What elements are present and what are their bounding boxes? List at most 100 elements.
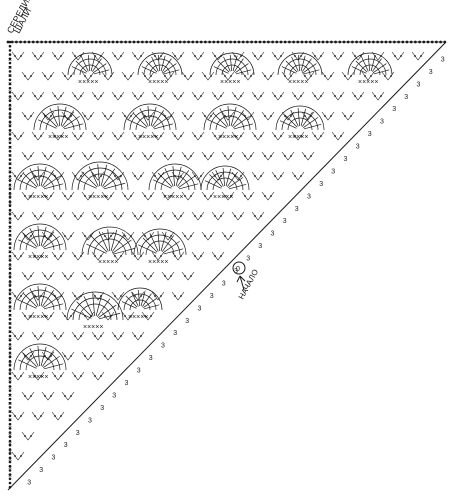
- mesh-chain-dot: [224, 75, 226, 77]
- sc-cluster: ×××××: [28, 374, 48, 381]
- fan-dc-line: [153, 123, 174, 130]
- mesh-chain-dot: [54, 175, 56, 177]
- mesh-v: [81, 231, 95, 241]
- mesh-chain-dot: [114, 95, 116, 97]
- mesh-v: [131, 251, 145, 261]
- mesh-chain-dot: [334, 55, 336, 57]
- mesh-v: [211, 91, 225, 101]
- fan-arc: [287, 117, 313, 131]
- mesh-chain-dot: [154, 55, 156, 57]
- mesh-chain-dot: [60, 415, 62, 417]
- mesh-v: [411, 51, 425, 61]
- edge-stitch-sc: ×: [8, 433, 12, 440]
- mesh-v: [131, 51, 145, 61]
- edge-chain-dot: [8, 246, 12, 250]
- row-mark-3: 3: [344, 156, 348, 163]
- mesh-chain-dot: [190, 155, 192, 157]
- fan-motif: ×××××: [277, 52, 323, 86]
- mesh-chain-dot: [84, 275, 86, 277]
- fan-arc: [71, 161, 129, 191]
- fan-dc-line: [132, 112, 148, 128]
- mesh-v: [61, 311, 75, 321]
- mesh-chain-dot: [110, 355, 112, 357]
- mesh-v: [21, 311, 35, 321]
- edge-chain-dot: [8, 233, 12, 237]
- row-mark-3: 3: [39, 467, 43, 474]
- mesh-chain-dot: [80, 95, 82, 97]
- mesh-v: [71, 91, 85, 101]
- edge-chain-dot: [8, 401, 12, 405]
- edge-stitch-sc: ×: [8, 273, 12, 280]
- mesh-v: [61, 151, 75, 161]
- edge-chain-dot: [8, 338, 12, 342]
- mesh-chain-dot: [114, 335, 116, 337]
- fan-dc-line: [228, 177, 244, 188]
- mesh-chain-dot: [40, 295, 42, 297]
- row-mark-3: 3: [258, 243, 262, 250]
- mesh-chain-dot: [180, 255, 182, 257]
- mesh-chain-dot: [110, 275, 112, 277]
- edge-chain-dot: [8, 107, 12, 111]
- fan-arc: [87, 232, 133, 256]
- sc-cluster: ×××××: [28, 194, 48, 201]
- mesh-chain-dot: [140, 95, 142, 97]
- mesh-chain-dot: [300, 135, 302, 137]
- edge-chain-dot: [8, 410, 12, 413]
- mesh-chain-dot: [104, 115, 106, 117]
- mesh-chain-dot: [264, 115, 266, 117]
- mesh-v: [151, 251, 165, 261]
- mesh-chain-dot: [174, 255, 176, 257]
- fan-dc-line: [29, 348, 39, 367]
- mesh-chain-dot: [314, 55, 316, 57]
- mesh-chain-dot: [20, 55, 22, 57]
- edge-chain-dot: [8, 217, 12, 220]
- mesh-chain-dot: [174, 135, 176, 137]
- fan-dc-line: [232, 110, 245, 127]
- mesh-chain-dot: [34, 375, 36, 377]
- fan-arc: [129, 109, 171, 131]
- start-label: НАЧАЛО: [237, 268, 260, 301]
- fan-dc-line: [137, 290, 141, 307]
- mesh-chain-dot: [324, 115, 326, 117]
- mesh-chain-dot: [20, 375, 22, 377]
- mesh-v: [141, 271, 155, 281]
- mesh-chain-dot: [100, 55, 102, 57]
- edge-chain-dot: [8, 124, 12, 128]
- mesh-v: [81, 191, 95, 201]
- mesh-v: [91, 171, 105, 181]
- edge-chain-dot: [8, 82, 12, 86]
- mesh-v: [351, 51, 365, 61]
- mesh-chain-dot: [90, 195, 92, 197]
- mesh-chain-dot: [80, 135, 82, 137]
- mesh-v: [21, 431, 35, 441]
- mesh-chain-dot: [344, 115, 346, 117]
- mesh-chain-dot: [34, 95, 36, 97]
- sc-cluster: ×××××: [220, 79, 240, 86]
- mesh-chain-dot: [134, 215, 136, 217]
- mesh-chain-dot: [314, 95, 316, 97]
- mesh-v: [111, 131, 125, 141]
- mesh-chain-dot: [234, 135, 236, 137]
- fan-arc: [149, 64, 171, 76]
- mesh-chain-dot: [130, 195, 132, 197]
- fan-dc-line: [163, 69, 180, 75]
- mesh-v: [91, 131, 105, 141]
- mesh-v: [141, 151, 155, 161]
- fan-motif: ×××××: [13, 223, 67, 261]
- edge-stitch-sc: ×: [8, 289, 12, 296]
- mesh-chain-dot: [34, 255, 36, 257]
- mesh-v: [101, 351, 115, 361]
- fan-dc-line: [372, 58, 382, 72]
- mesh-chain-dot: [130, 235, 132, 237]
- fan-dc-line: [213, 66, 229, 74]
- mesh-chain-dot: [300, 95, 302, 97]
- mesh-v: [251, 211, 265, 221]
- mesh-chain-dot: [214, 135, 216, 137]
- row-mark-3: 3: [417, 81, 421, 88]
- edge-chain-dot: [8, 158, 12, 161]
- mesh-chain-dot: [14, 95, 16, 97]
- mesh-chain-dot: [160, 295, 162, 297]
- edge-stitch-sc: ×: [8, 409, 12, 416]
- mesh-chain-dot: [274, 175, 276, 177]
- mesh-chain-dot: [250, 115, 252, 117]
